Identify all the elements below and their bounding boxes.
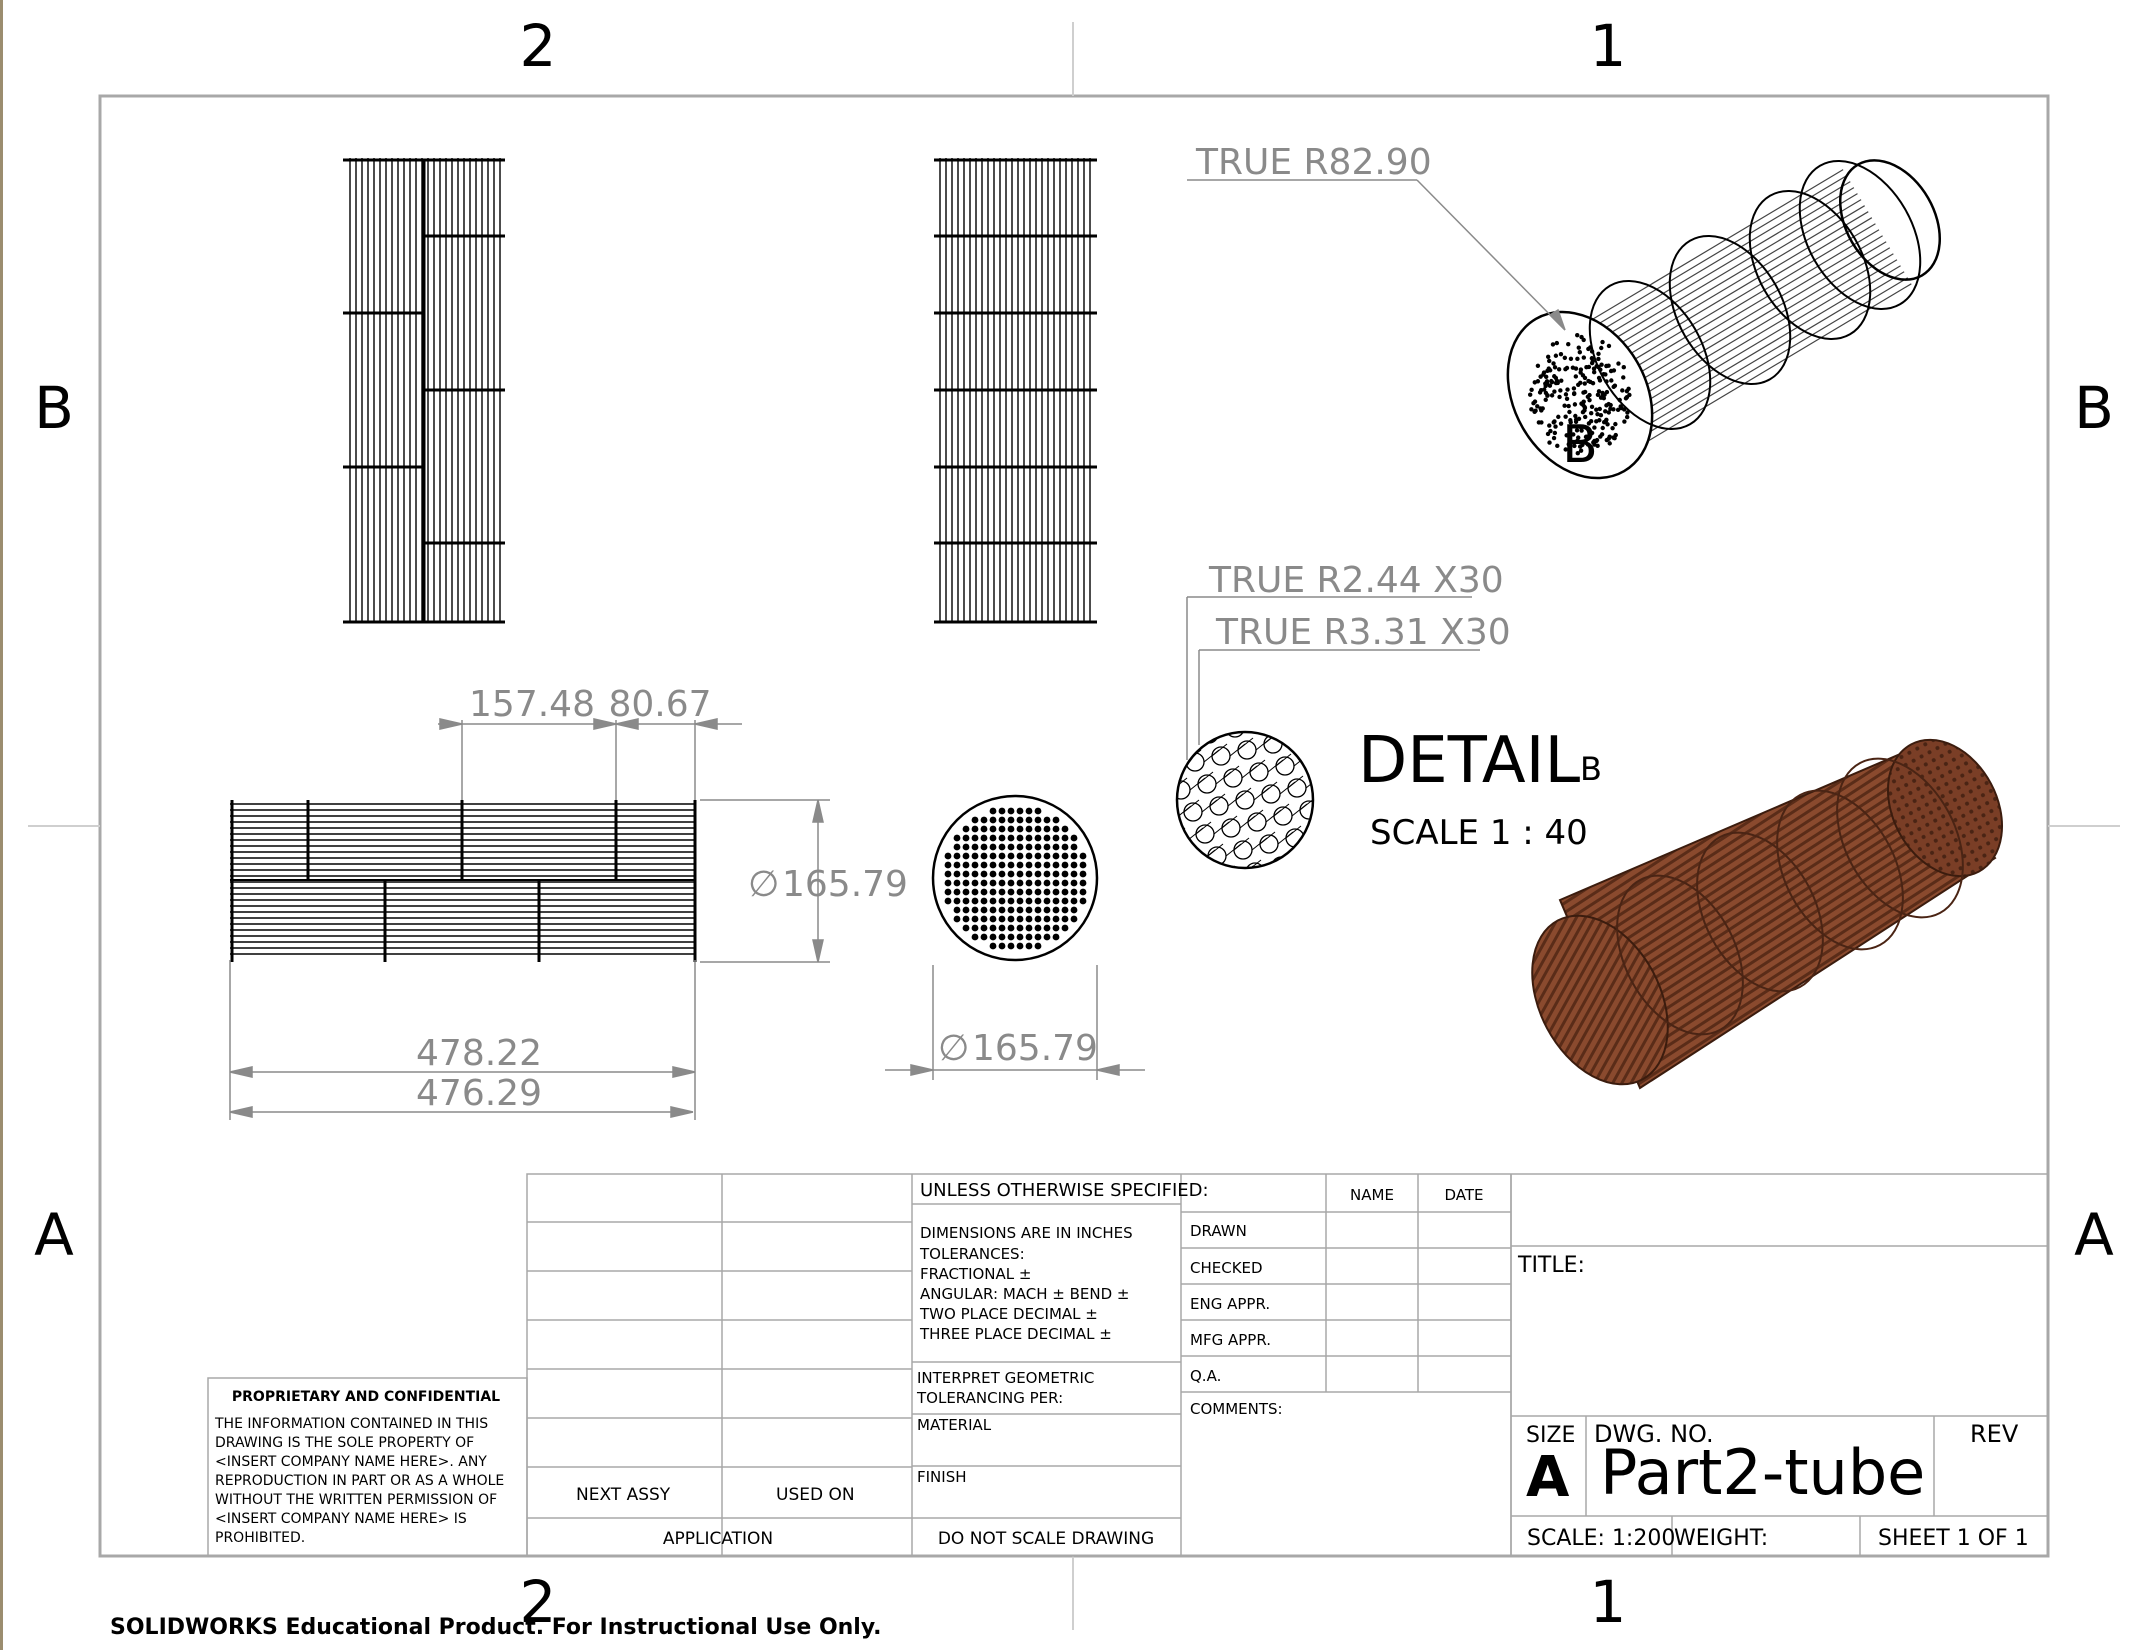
used-on-label: USED ON — [776, 1485, 855, 1505]
svg-text:<INSERT COMPANY NAME HERE>. A: <INSERT COMPANY NAME HERE>. ANY — [215, 1454, 487, 1470]
row-qa: Q.A. — [1190, 1367, 1221, 1385]
detail-callout-letter: B — [1562, 415, 1598, 475]
svg-text:ANGULAR: MACH ± BEND ±: ANGULAR: MACH ± BEND ± — [920, 1285, 1130, 1303]
proprietary-text: THE INFORMATION CONTAINED IN THIS DRAWIN… — [214, 1416, 504, 1546]
unless-specified-label: UNLESS OTHERWISE SPECIFIED: — [920, 1180, 1209, 1201]
zone-label-left-a: A — [34, 1201, 74, 1269]
svg-text:WITHOUT THE WRITTEN PERMISSION: WITHOUT THE WRITTEN PERMISSION OF — [215, 1492, 497, 1508]
application-label: APPLICATION — [663, 1529, 773, 1549]
weight-label: WEIGHT: — [1674, 1526, 1768, 1551]
svg-text:REPRODUCTION IN PART OR AS A W: REPRODUCTION IN PART OR AS A WHOLE — [215, 1473, 504, 1489]
size-value: A — [1526, 1445, 1570, 1510]
end-view — [933, 796, 1097, 960]
dimension-80: 80.67 — [608, 684, 711, 725]
zone-label-top-1: 1 — [1590, 12, 1627, 80]
row-checked: CHECKED — [1190, 1259, 1263, 1277]
interpret-line-2: TOLERANCING PER: — [916, 1389, 1063, 1407]
dimension-length-1: 478.22 — [416, 1033, 542, 1074]
true-r244-label: TRUE R2.44 X30 — [1208, 560, 1504, 601]
dwg-no-value: Part2-tube — [1600, 1436, 1925, 1509]
sheet-value: SHEET 1 OF 1 — [1878, 1526, 2029, 1551]
zone-label-right-a: A — [2074, 1201, 2114, 1269]
diameter-symbol-side: ∅ — [748, 864, 779, 905]
educational-footer: SOLIDWORKS Educational Product. For Inst… — [110, 1615, 882, 1640]
rev-label: REV — [1970, 1420, 2019, 1448]
row-mfg-appr: MFG APPR. — [1190, 1331, 1271, 1349]
title-label: TITLE: — [1517, 1253, 1585, 1278]
row-drawn: DRAWN — [1190, 1222, 1247, 1240]
svg-text:DIMENSIONS ARE IN INCHES: DIMENSIONS ARE IN INCHES — [920, 1224, 1133, 1242]
scale-value: SCALE: 1:200 — [1527, 1526, 1675, 1551]
comments-label: COMMENTS: — [1190, 1400, 1283, 1418]
svg-text:THREE PLACE DECIMAL ±: THREE PLACE DECIMAL ± — [919, 1325, 1112, 1343]
detail-title: DETAIL — [1358, 724, 1581, 798]
date-header: DATE — [1444, 1186, 1483, 1204]
row-eng-appr: ENG APPR. — [1190, 1295, 1270, 1313]
finish-label: FINISH — [917, 1468, 967, 1486]
svg-text:TOLERANCES:: TOLERANCES: — [919, 1245, 1025, 1263]
svg-text:TWO PLACE DECIMAL ±: TWO PLACE DECIMAL ± — [919, 1305, 1098, 1323]
dimension-157: 157.48 — [469, 684, 595, 725]
spec-lines: DIMENSIONS ARE IN INCHES TOLERANCES: FRA… — [919, 1224, 1133, 1343]
do-not-scale-label: DO NOT SCALE DRAWING — [938, 1529, 1154, 1549]
next-assy-label: NEXT ASSY — [576, 1485, 671, 1505]
dimension-length-2: 476.29 — [416, 1073, 542, 1114]
zone-label-right-b: B — [2074, 374, 2114, 442]
detail-letter: B — [1580, 750, 1602, 788]
top-view-right — [934, 158, 1097, 622]
detail-scale: SCALE 1 : 40 — [1370, 813, 1588, 853]
zone-label-bottom-1: 1 — [1590, 1568, 1627, 1636]
leader-r82 — [1187, 180, 1565, 330]
zone-label-left-b: B — [34, 374, 74, 442]
zone-label-top-2: 2 — [520, 12, 557, 80]
material-label: MATERIAL — [917, 1416, 992, 1434]
top-view-left — [343, 158, 505, 622]
dimension-diameter-end: 165.79 — [972, 1028, 1098, 1069]
isometric-view-wireframe — [1479, 140, 1960, 504]
detail-b-view — [1122, 704, 1383, 893]
name-header: NAME — [1350, 1186, 1394, 1204]
front-view — [230, 800, 695, 962]
proprietary-title: PROPRIETARY AND CONFIDENTIAL — [232, 1389, 500, 1405]
svg-text:FRACTIONAL ±: FRACTIONAL ± — [920, 1265, 1031, 1283]
true-r82-label: TRUE R82.90 — [1195, 142, 1432, 183]
interpret-line-1: INTERPRET GEOMETRIC — [917, 1369, 1094, 1387]
svg-text:PROHIBITED.: PROHIBITED. — [215, 1530, 305, 1546]
dimension-diameter-side: 165.79 — [782, 864, 908, 905]
svg-text:DRAWING IS THE SOLE PROPERTY O: DRAWING IS THE SOLE PROPERTY OF — [215, 1435, 474, 1451]
diameter-symbol-end: ∅ — [938, 1028, 969, 1069]
svg-text:<INSERT COMPANY NAME HERE> IS: <INSERT COMPANY NAME HERE> IS — [215, 1511, 467, 1527]
true-r331-label: TRUE R3.31 X30 — [1215, 612, 1511, 653]
svg-text:THE INFORMATION CONTAINED IN T: THE INFORMATION CONTAINED IN THIS — [214, 1416, 488, 1432]
